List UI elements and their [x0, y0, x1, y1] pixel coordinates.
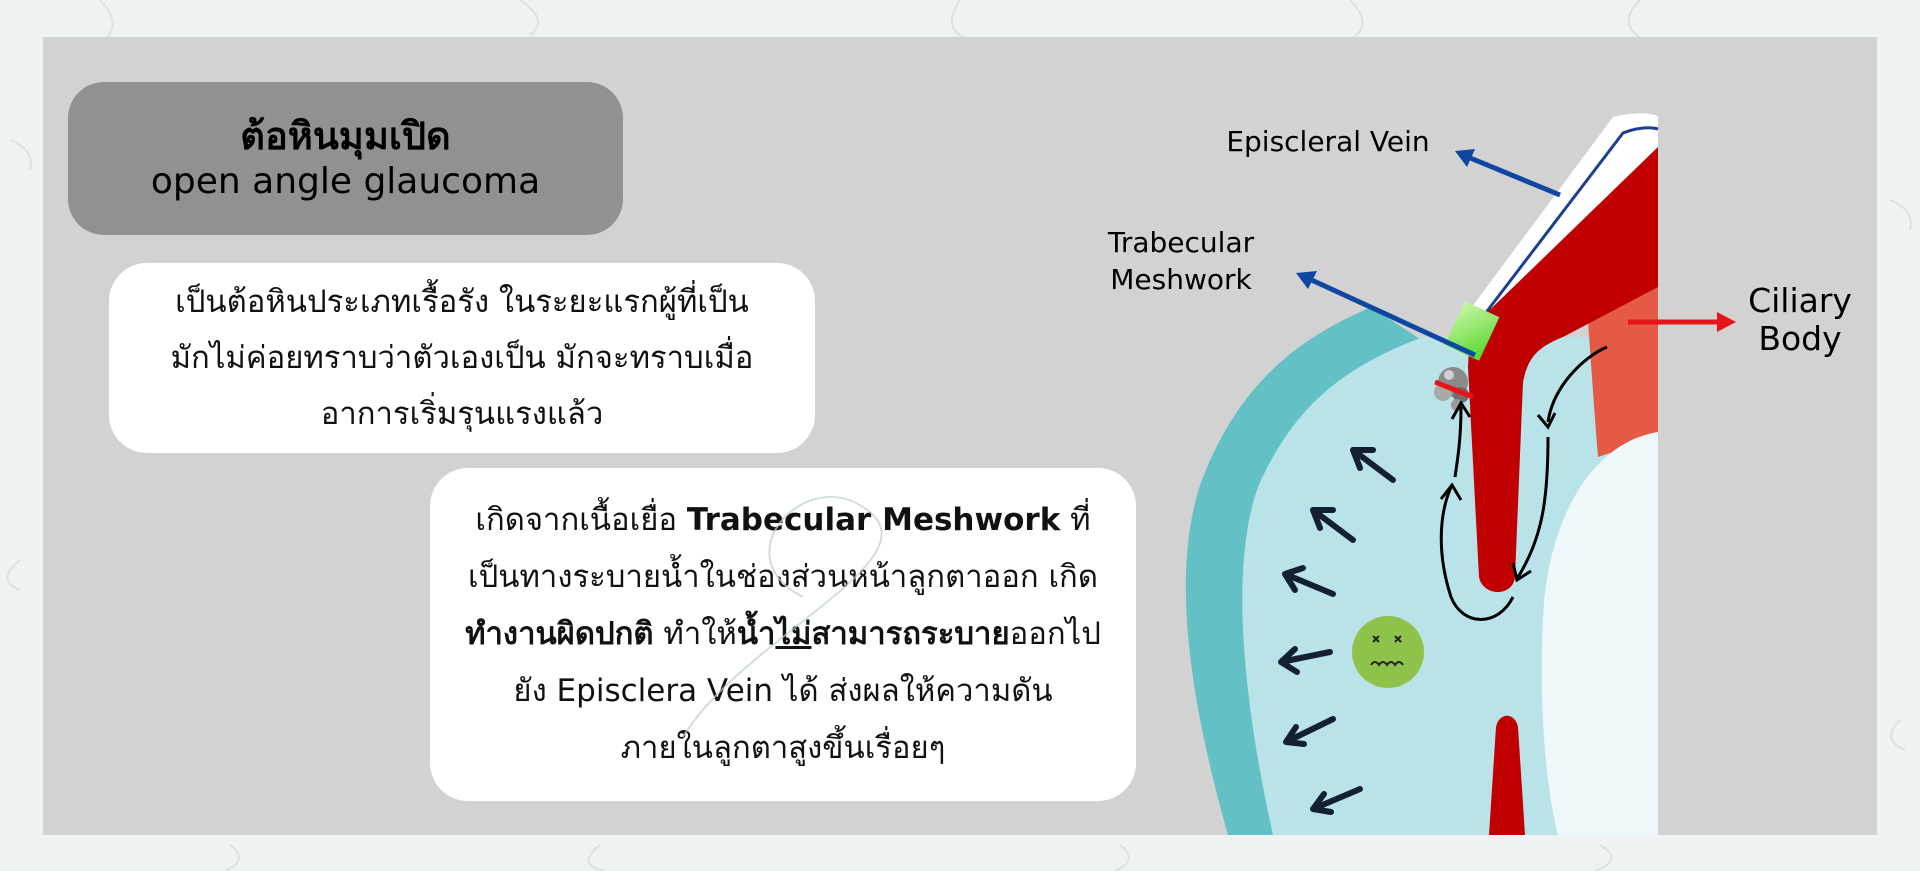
pressure-arrow-icon [1283, 716, 1336, 747]
episcleral-vein-label: Episcleral Vein [1226, 125, 1429, 158]
cause-line-2: เป็นทางระบายน้ำในช่องส่วนหน้าลูกตาออก เก… [468, 559, 1098, 595]
cause-bold-term: น้ำ [736, 616, 776, 652]
ciliary-pointer [1628, 312, 1736, 332]
cause-line-5: ภายในลูกตาสูงขึ้นเรื่อยๆ [620, 730, 946, 766]
title-english: open angle glaucoma [150, 160, 541, 202]
description-line: มักไม่ค่อยทราบว่าตัวเองเป็น มักจะทราบเมื… [170, 340, 754, 376]
title-thai: ต้อหินมุมเปิด [240, 113, 451, 158]
cause-bold-term: สามารถระบาย [811, 616, 1010, 652]
pressure-arrow-icon [1310, 507, 1356, 543]
cause-bold-term: Trabecular Meshwork [686, 502, 1061, 538]
eye-anatomy-diagram: Episcleral Vein Trabecular Meshwork Cili… [682, 113, 1852, 835]
cause-text: ทำให้ [653, 616, 737, 652]
cause-text: ออกไป [1009, 616, 1101, 652]
trabecular-label-line1: Trabecular [1107, 226, 1255, 259]
lens [1541, 432, 1658, 835]
cause-text: ที่ [1060, 502, 1091, 538]
cause-card: เกิดจากเนื้อเยื่อ Trabecular Meshwork ที… [430, 468, 1136, 801]
flow-arrows [1439, 345, 1608, 621]
cause-bold-term: ทำงานผิดปกติ [465, 616, 654, 652]
cause-line-3: ทำงานผิดปกติ ทำให้น้ำไม่สามารถระบายออกไป [443, 606, 1123, 663]
cause-underlined-term: ไม่ [775, 616, 812, 652]
ciliary-label-line1: Ciliary [1748, 281, 1852, 320]
pressure-arrow-icon [1350, 447, 1396, 483]
episcleral-vein-line [1473, 126, 1659, 328]
flow-arrow-icon [1453, 406, 1463, 478]
iris-upper [1468, 147, 1658, 592]
trabecular-pointer [1296, 271, 1477, 358]
flow-arrow-icon [1516, 436, 1550, 578]
description-line: อาการเริ่มรุนแรงแล้ว [320, 396, 604, 432]
flow-arrow-icon [1450, 400, 1472, 420]
flow-arrow-icon [1546, 345, 1608, 423]
cause-line-4: ยัง Episclera Vein ได้ ส่งผลให้ความดัน [513, 673, 1053, 709]
infographic-panel: ต้อหินมุมเปิด open angle glaucoma เป็นต้… [43, 37, 1877, 835]
flow-arrow-icon [1511, 562, 1532, 583]
sad-face-icon [1352, 616, 1424, 688]
description-line: เป็นต้อหินประเภทเรื้อรัง ในระยะแรกผู้ที่… [175, 284, 749, 320]
pressure-arrows [1278, 447, 1396, 815]
title-box: ต้อหินมุมเปิด open angle glaucoma [68, 82, 623, 235]
flow-arrow-icon [1439, 486, 1515, 621]
cause-line-1: เกิดจากเนื้อเยื่อ Trabecular Meshwork ที… [443, 492, 1123, 549]
flow-arrow-icon [1536, 412, 1557, 430]
episcleral-pointer [1455, 149, 1561, 198]
pressure-arrow-icon [1278, 646, 1333, 675]
trabecular-label-line2: Meshwork [1110, 263, 1252, 296]
iris-lower [1489, 715, 1525, 835]
cause-text: เกิดจากเนื้อเยื่อ [475, 502, 687, 538]
flow-arrow-icon [1439, 482, 1463, 501]
description-card: เป็นต้อหินประเภทเรื้อรัง ในระยะแรกผู้ที่… [109, 263, 815, 453]
pressure-arrow-icon [1282, 565, 1336, 597]
ciliary-label-line2: Body [1758, 319, 1841, 358]
blockage-mark [1434, 379, 1474, 400]
pressure-arrow-icon [1310, 786, 1363, 815]
